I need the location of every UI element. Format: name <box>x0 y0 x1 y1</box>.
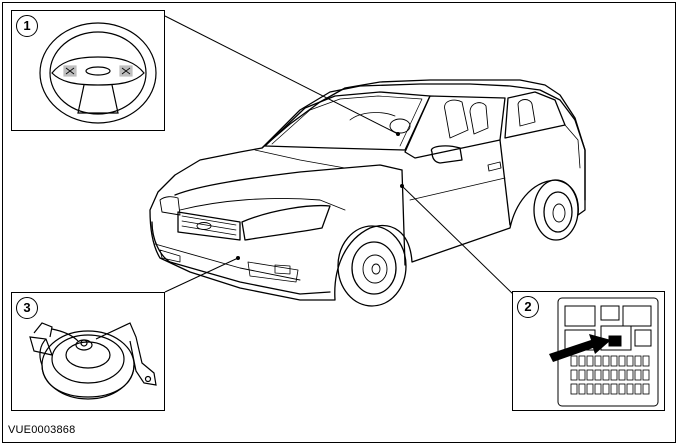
car-illustration <box>149 79 586 307</box>
pointer-arrow <box>549 334 611 362</box>
callout-box-2: 2 <box>512 291 665 411</box>
leader-line-2 <box>401 185 516 297</box>
callout-dot-2 <box>400 184 404 188</box>
callout-box-3: 3 <box>11 292 165 411</box>
callout-dot-3 <box>236 256 240 260</box>
steering-wheel-drawing <box>39 22 157 124</box>
callout-number-3: 3 <box>16 297 38 319</box>
horn-drawing <box>29 322 157 400</box>
fuse-box-drawing <box>549 297 659 407</box>
callout-number-2: 2 <box>517 296 539 318</box>
figure-frame <box>2 2 676 443</box>
callout-box-1: 1 <box>11 10 165 131</box>
callout-number-1: 1 <box>16 15 38 37</box>
leader-line-1 <box>164 15 399 135</box>
callout-dot-1 <box>396 132 400 136</box>
reference-code: VUE0003868 <box>8 424 76 436</box>
